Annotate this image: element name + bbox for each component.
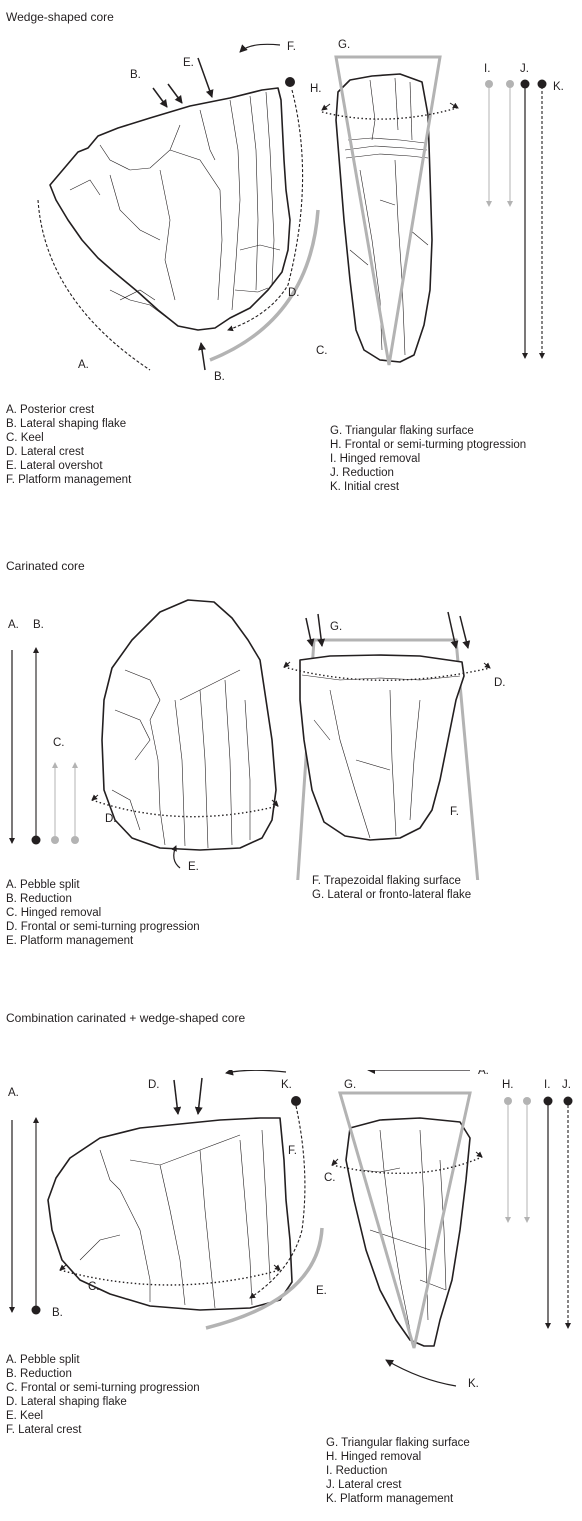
legend-item: A. Pebble split bbox=[6, 878, 200, 892]
panel3-title: Combination carinated + wedge-shaped cor… bbox=[6, 1011, 245, 1025]
legend-item: E. Keel bbox=[6, 1409, 200, 1423]
label-d: D. bbox=[148, 1079, 160, 1091]
combination-platform-management-arrow bbox=[226, 1070, 286, 1073]
combination-platform-point bbox=[291, 1096, 301, 1106]
panel1-legend-left: A. Posterior crest B. Lateral shaping fl… bbox=[6, 403, 131, 487]
label-j: J. bbox=[562, 1079, 571, 1091]
legend-item: H. Hinged removal bbox=[326, 1450, 470, 1464]
legend-item: H. Frontal or semi-turming ptogression bbox=[330, 438, 526, 452]
legend-item: F. Lateral crest bbox=[6, 1423, 200, 1437]
label-b: B. bbox=[52, 1307, 63, 1319]
panel3-legend-left: A. Pebble split B. Reduction C. Frontal … bbox=[6, 1353, 200, 1437]
label-c: C. bbox=[316, 345, 328, 357]
legend-item: G. Lateral or fronto-lateral flake bbox=[312, 888, 471, 902]
label-k: K. bbox=[468, 1378, 479, 1390]
combination-core-side-outline bbox=[48, 1118, 292, 1310]
label-c: C. bbox=[88, 1281, 100, 1293]
legend-item: J. Reduction bbox=[330, 466, 526, 480]
legend-item: D. Lateral shaping flake bbox=[6, 1395, 200, 1409]
legend-item: D. Lateral crest bbox=[6, 445, 131, 459]
platform-point bbox=[285, 77, 295, 87]
label-e: E. bbox=[183, 57, 194, 69]
label-k: K. bbox=[553, 81, 564, 93]
legend-item: F. Trapezoidal flaking surface bbox=[312, 874, 471, 888]
label-e: E. bbox=[316, 1285, 327, 1297]
label-f: F. bbox=[450, 806, 459, 818]
legend-item: K. Initial crest bbox=[330, 480, 526, 494]
legend-item: B. Reduction bbox=[6, 1367, 200, 1381]
label-e: E. bbox=[188, 861, 199, 873]
label-a: A. bbox=[478, 1070, 489, 1077]
label-h: H. bbox=[502, 1079, 514, 1091]
legend-item: B. Lateral shaping flake bbox=[6, 417, 131, 431]
legend-item: B. Reduction bbox=[6, 892, 200, 906]
legend-item: G. Triangular flaking surface bbox=[326, 1436, 470, 1450]
legend-item: C. Frontal or semi-turning progression bbox=[6, 1381, 200, 1395]
combination-platform-management-curve bbox=[386, 1360, 456, 1386]
label-c: C. bbox=[324, 1172, 336, 1184]
platform-management-arrow bbox=[240, 44, 280, 52]
label-b: B. bbox=[130, 69, 141, 81]
label-j: J. bbox=[520, 63, 529, 75]
label-a: A. bbox=[8, 1087, 19, 1099]
label-g: G. bbox=[344, 1079, 356, 1091]
label-d: D. bbox=[288, 287, 300, 299]
legend-item: K. Platform management bbox=[326, 1492, 470, 1506]
label-f: F. bbox=[288, 1145, 297, 1157]
label-k: K. bbox=[281, 1079, 292, 1091]
label-g: G. bbox=[330, 621, 342, 633]
panel2-diagram: A. B. C. D. D. E. F. G. bbox=[0, 560, 582, 880]
legend-item: I. Reduction bbox=[326, 1464, 470, 1478]
legend-item: C. Hinged removal bbox=[6, 906, 200, 920]
legend-item: E. Lateral overshot bbox=[6, 459, 131, 473]
panel2-legend-right: F. Trapezoidal flaking surface G. Latera… bbox=[312, 874, 471, 902]
label-d: D. bbox=[494, 677, 506, 689]
label-c: C. bbox=[53, 737, 65, 749]
panel1-legend-right: G. Triangular flaking surface H. Frontal… bbox=[330, 424, 526, 494]
legend-item: G. Triangular flaking surface bbox=[330, 424, 526, 438]
label-a: A. bbox=[78, 359, 89, 371]
label-f: F. bbox=[287, 41, 296, 53]
label-b: B. bbox=[33, 619, 44, 631]
label-a: A. bbox=[8, 619, 19, 631]
legend-item: E. Platform management bbox=[6, 934, 200, 948]
label-b: B. bbox=[214, 371, 225, 383]
label-i: I. bbox=[544, 1079, 550, 1091]
panel2-legend-left: A. Pebble split B. Reduction C. Hinged r… bbox=[6, 878, 200, 948]
label-i: I. bbox=[484, 63, 490, 75]
wedge-core-side-outline bbox=[50, 88, 290, 330]
label-d: D. bbox=[105, 813, 117, 825]
legend-item: F. Platform management bbox=[6, 473, 131, 487]
panel1-diagram: A. B. B. C. D. E. F. G. H. I. J. K. bbox=[0, 0, 582, 400]
legend-item: A. Pebble split bbox=[6, 1353, 200, 1367]
legend-item: A. Posterior crest bbox=[6, 403, 131, 417]
carinated-core-front-outline bbox=[300, 655, 464, 840]
legend-item: J. Lateral crest bbox=[326, 1478, 470, 1492]
label-g: G. bbox=[338, 39, 350, 51]
panel3-legend-right: G. Triangular flaking surface H. Hinged … bbox=[326, 1436, 470, 1506]
combination-core-front-outline bbox=[346, 1118, 470, 1346]
legend-item: D. Frontal or semi-turning progression bbox=[6, 920, 200, 934]
legend-item: I. Hinged removal bbox=[330, 452, 526, 466]
legend-item: C. Keel bbox=[6, 431, 131, 445]
label-h: H. bbox=[310, 83, 322, 95]
